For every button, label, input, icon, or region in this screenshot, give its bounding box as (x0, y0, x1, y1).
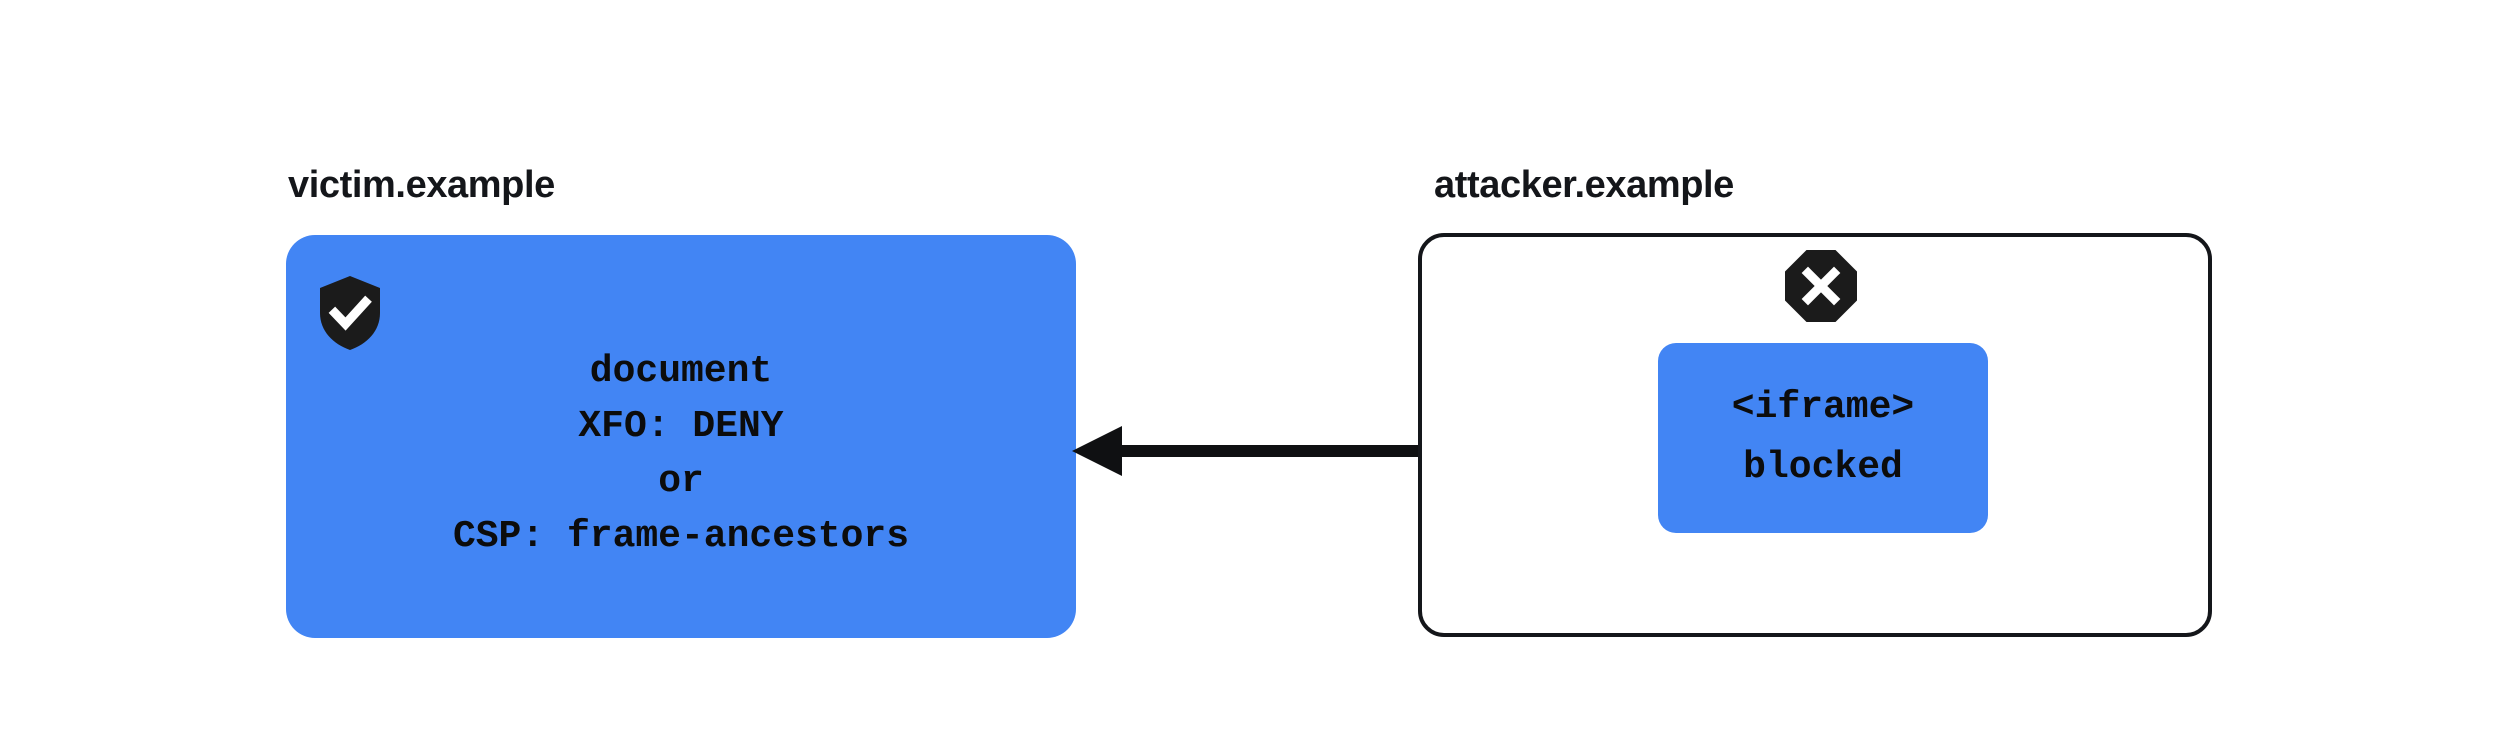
attacker-domain-label: attacker.example (1434, 164, 1734, 206)
octagon-x-icon (1784, 249, 1858, 323)
blocked-iframe-chip: <iframe> blocked (1658, 343, 1988, 533)
victim-document-card: document XFO: DENY or CSP: frame-ancesto… (286, 235, 1076, 638)
victim-domain-label: victim.example (288, 164, 555, 206)
victim-line-1: XFO: DENY (578, 405, 784, 448)
attacker-page-card: <iframe> blocked (1418, 233, 2212, 637)
victim-header-text: document XFO: DENY or CSP: frame-ancesto… (286, 353, 1076, 556)
victim-line-0: document (589, 350, 773, 393)
victim-line-3: CSP: frame-ancestors (452, 515, 910, 558)
iframe-line-1: blocked (1743, 446, 1903, 489)
iframe-line-0: <iframe> (1731, 386, 1915, 429)
victim-line-2: or (658, 460, 704, 503)
shield-check-icon (318, 275, 382, 351)
